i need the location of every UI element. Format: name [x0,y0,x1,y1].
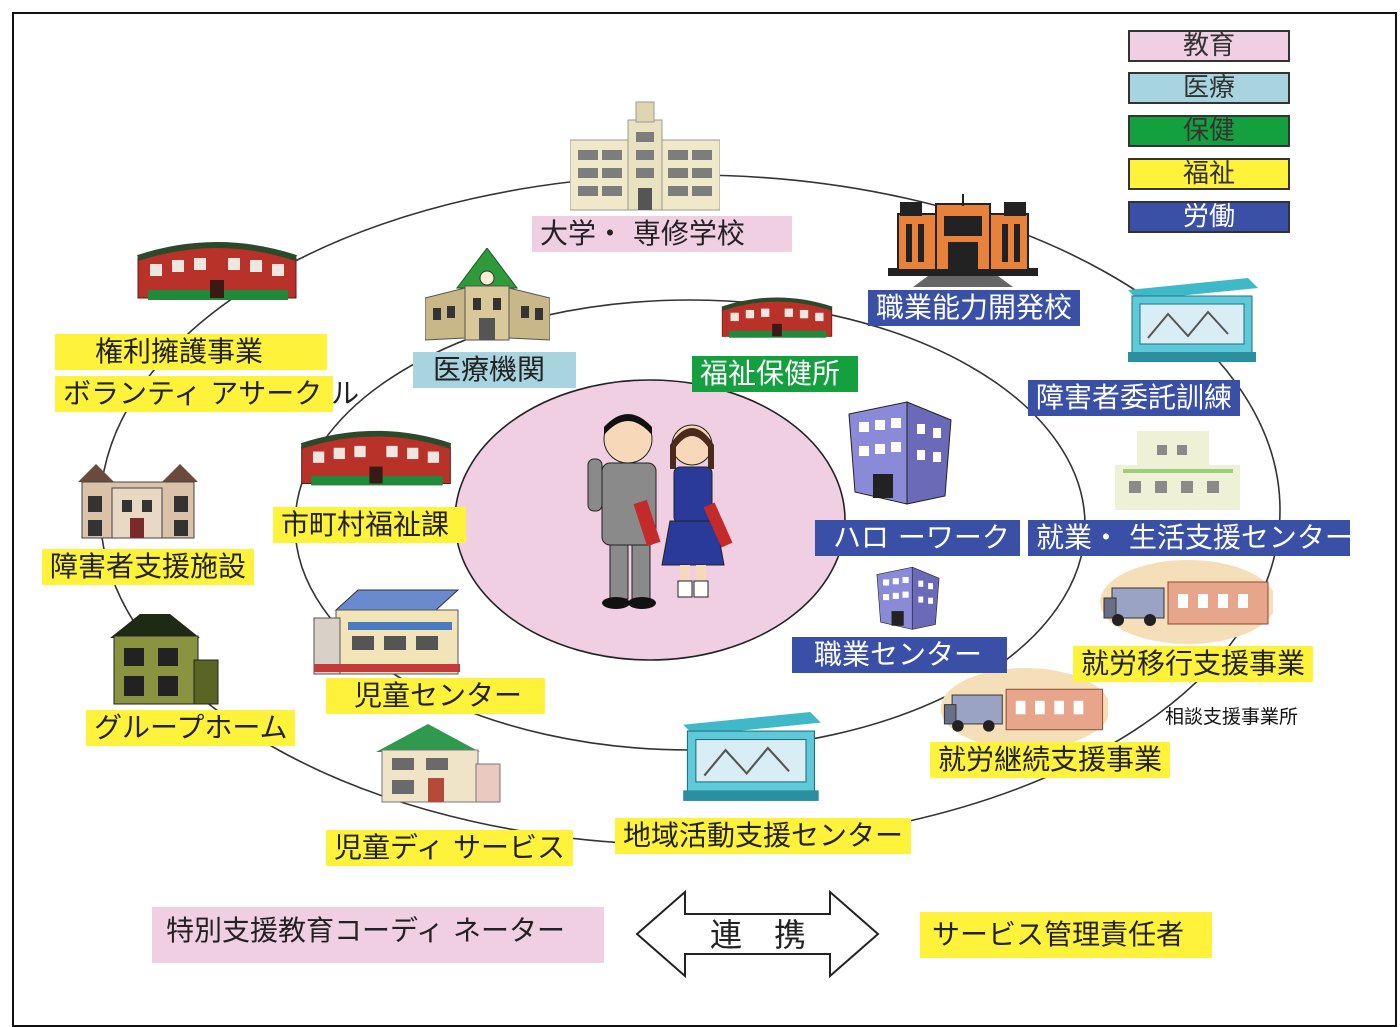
node-transition-support: 就労移行支援事業 [1073,646,1314,682]
node-welfare-health-center: 福祉保健所 [692,356,858,392]
office-tower-icon [848,401,952,505]
node-medical-institution: 医療機関 [413,352,576,388]
delivery-truck-icon [940,668,1108,750]
node-consultation-office: 相談支援事業所 [1165,706,1299,728]
node-vocational-school: 職業能力開発校 [868,290,1081,326]
house-icon [376,724,501,803]
factory-building-icon [888,194,1038,287]
node-continuation-support: 就労継続支援事業 [930,742,1171,778]
node-disabled-training: 障害者委託訓練 [1028,380,1241,416]
link-label: 連 携 [710,916,807,954]
legend-education: 教育 [1128,30,1290,62]
node-group-home: グループホーム [86,710,296,746]
double-arrow-icon [635,890,880,978]
node-regional-activity-center: 地域活動支援センター [615,818,912,854]
node-university: 大学・ 専修学校 [532,216,792,252]
civic-building-icon [300,430,452,486]
node-child-day-service: 児童ディ サービス [326,830,573,866]
node-hello-work: ハロ ーワーク [815,520,1020,556]
legend-labor: 労働 [1128,201,1290,233]
civic-building-icon [721,297,833,338]
node-municipal-welfare: 市町村福祉課 [273,507,466,543]
coordinator-label: 特別支援教育コーディ ネーター [152,907,604,963]
node-volunteer-circle: ボランティ アサーク ル [55,376,359,412]
clock-tower-icon [425,248,550,341]
office-tower-icon [876,566,940,630]
legend-medical: 医療 [1128,72,1290,104]
storefront-icon [1128,278,1258,362]
legend-health: 保健 [1128,115,1290,147]
delivery-truck-icon [1100,560,1273,644]
node-child-center: 児童センター [326,678,545,714]
students-icon [587,414,733,609]
school-building-icon [570,101,720,211]
townhouse-icon [78,464,198,539]
node-rights-advocacy: 権利擁護事業 [55,334,327,370]
apartment-building-icon [1115,431,1240,510]
civic-building-icon [137,242,297,300]
service-manager-label: サービス管理責任者 [920,912,1212,958]
house-icon [110,614,219,705]
storefront-icon [683,712,821,801]
house-icon [313,589,460,675]
node-employment-life-center: 就業・ 生活支援センター [1028,520,1350,556]
legend-welfare: 福祉 [1128,158,1290,190]
node-disabled-facility: 障害者支援施設 [42,549,255,585]
node-vocational-center: 職業センター [792,637,1007,673]
